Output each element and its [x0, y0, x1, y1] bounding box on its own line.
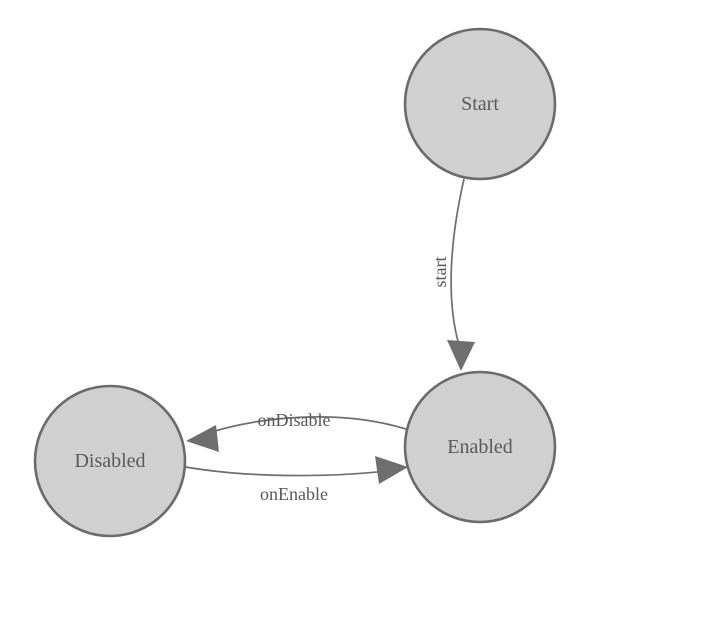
- edge-path-enabled-to-disabled: [195, 416, 410, 438]
- node-circle-disabled: [33, 384, 187, 538]
- node-circle-enabled: [403, 370, 557, 524]
- edge-path-disabled-to-enabled: [179, 465, 397, 477]
- arrow-head-disabled-to-enabled: [375, 456, 408, 484]
- node-label-disabled: Disabled: [74, 450, 145, 472]
- node-enabled[interactable]: Enabled: [403, 370, 557, 524]
- edge-label-start: start: [430, 257, 450, 288]
- edge-start-to-enabled[interactable]: start: [430, 178, 475, 371]
- edge-disabled-to-enabled[interactable]: onEnable: [179, 456, 408, 504]
- arrow-head-enabled-to-disabled: [186, 425, 219, 452]
- node-circle-start: [403, 27, 557, 181]
- edge-label-on-disable: onDisable: [258, 410, 331, 430]
- arrow-head-start-to-enabled: [447, 340, 475, 371]
- edge-label-on-enable: onEnable: [260, 484, 328, 504]
- node-label-start: Start: [461, 93, 499, 115]
- node-label-enabled: Enabled: [447, 436, 513, 458]
- node-disabled[interactable]: Disabled: [33, 384, 187, 538]
- edge-path-start-to-enabled: [450, 178, 465, 346]
- edge-enabled-to-disabled[interactable]: onDisable: [186, 410, 410, 452]
- node-start[interactable]: Start: [403, 27, 557, 181]
